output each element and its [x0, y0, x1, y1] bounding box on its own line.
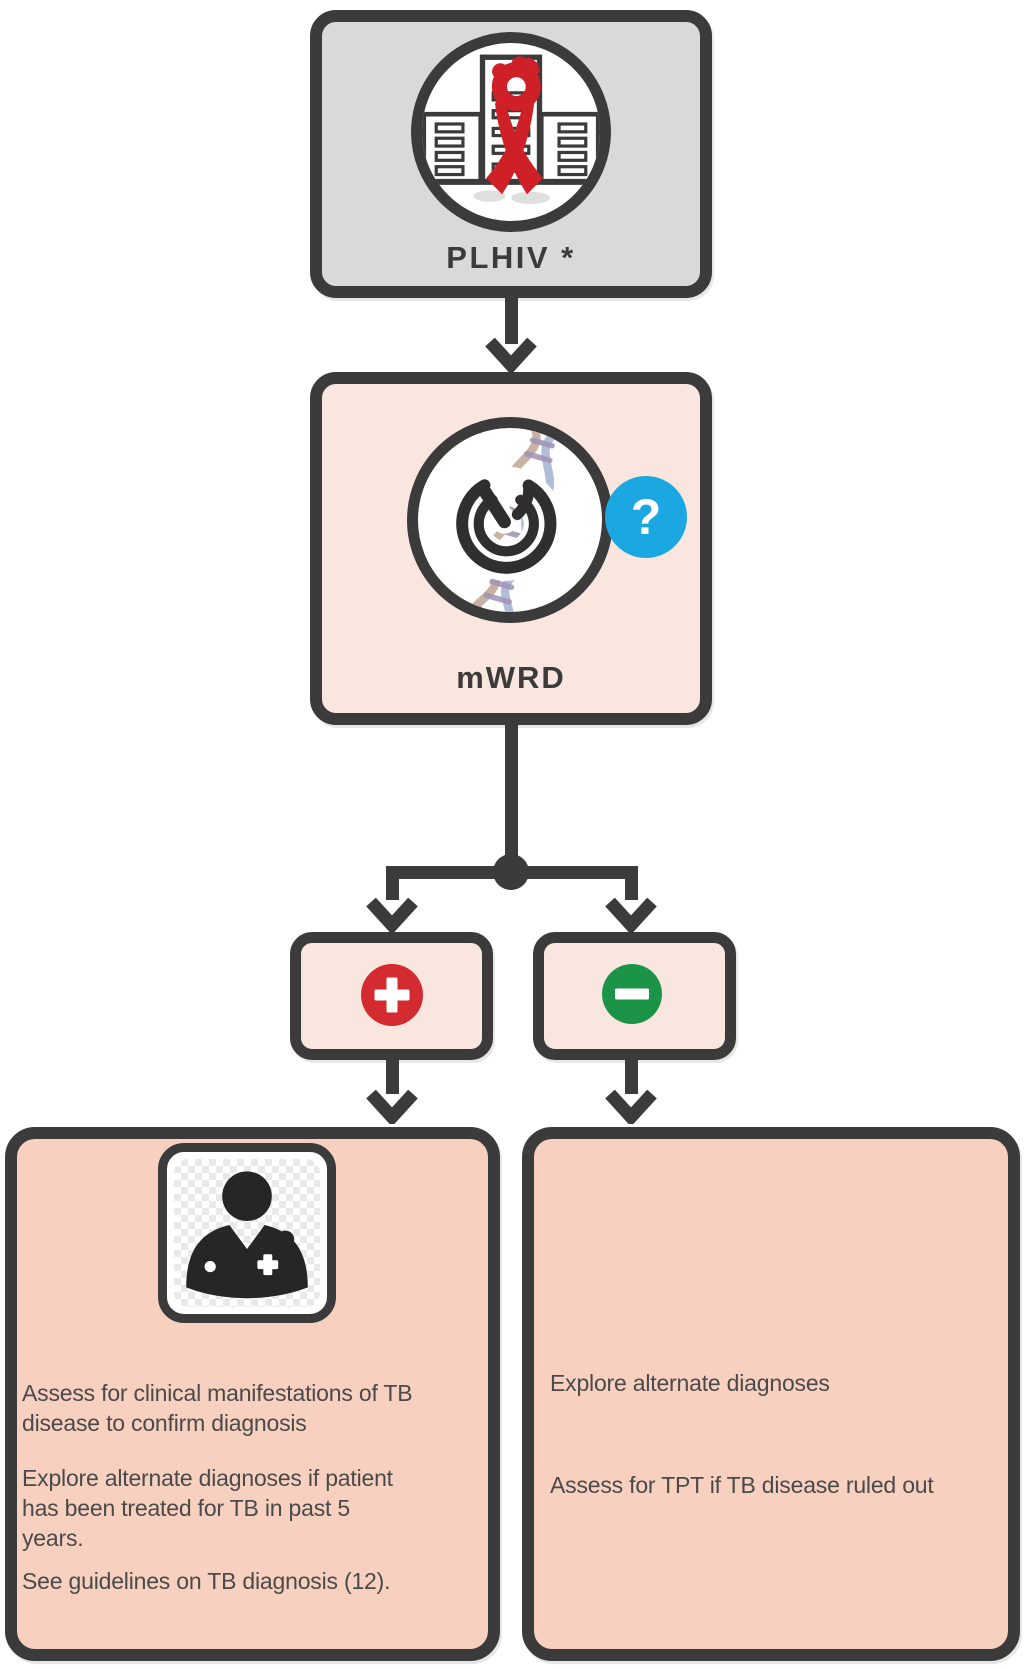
text-line: has been treated for TB in past 5 — [22, 1495, 350, 1521]
branch-left-arm — [386, 866, 399, 900]
connector-mwrd-branch — [505, 725, 518, 873]
text-line: Assess for clinical manifestations of TB — [22, 1380, 413, 1406]
text-line: See guidelines on TB diagnosis (12). — [22, 1568, 391, 1594]
text-line: Explore alternate diagnoses if patient — [22, 1465, 393, 1491]
branch-right-arm — [625, 866, 638, 900]
mwrd-label: mWRD — [456, 660, 566, 695]
arrowhead-down-icon — [366, 1090, 418, 1124]
positive-outcome-paragraph-2: Explore alternate diagnoses if patient h… — [22, 1463, 482, 1553]
arrowhead-down-icon — [605, 898, 657, 932]
arrowhead-down-icon — [366, 898, 418, 932]
negative-outcome-paragraph-1: Explore alternate diagnoses — [550, 1368, 1005, 1398]
node-outcome-positive — [5, 1127, 500, 1661]
text-line: disease to confirm diagnosis — [22, 1410, 307, 1436]
plhiv-label: PLHIV * — [446, 240, 576, 275]
doctor-icon — [158, 1143, 336, 1323]
connector-negative-outcome — [625, 1060, 638, 1094]
arrowhead-down-icon — [605, 1090, 657, 1124]
negative-outcome-paragraph-2: Assess for TPT if TB disease ruled out — [550, 1470, 1005, 1500]
plus-icon — [361, 964, 423, 1026]
positive-outcome-paragraph-1: Assess for clinical manifestations of TB… — [22, 1378, 482, 1438]
text-line: Explore alternate diagnoses — [550, 1370, 830, 1396]
minus-icon — [602, 964, 662, 1024]
dna-timer-icon — [407, 417, 613, 623]
text-line: years. — [22, 1525, 84, 1551]
connector-positive-outcome — [386, 1060, 399, 1094]
help-question-badge: ? — [605, 476, 687, 558]
node-outcome-negative — [522, 1127, 1020, 1661]
arrowhead-down-icon — [485, 338, 537, 372]
hiv-hospital-ribbon-icon — [411, 32, 611, 232]
text-line: Assess for TPT if TB disease ruled out — [550, 1472, 934, 1498]
connector-plhiv-mwrd — [505, 298, 518, 344]
branch-horizontal-line — [386, 866, 638, 879]
positive-outcome-paragraph-3: See guidelines on TB diagnosis (12). — [22, 1566, 482, 1596]
